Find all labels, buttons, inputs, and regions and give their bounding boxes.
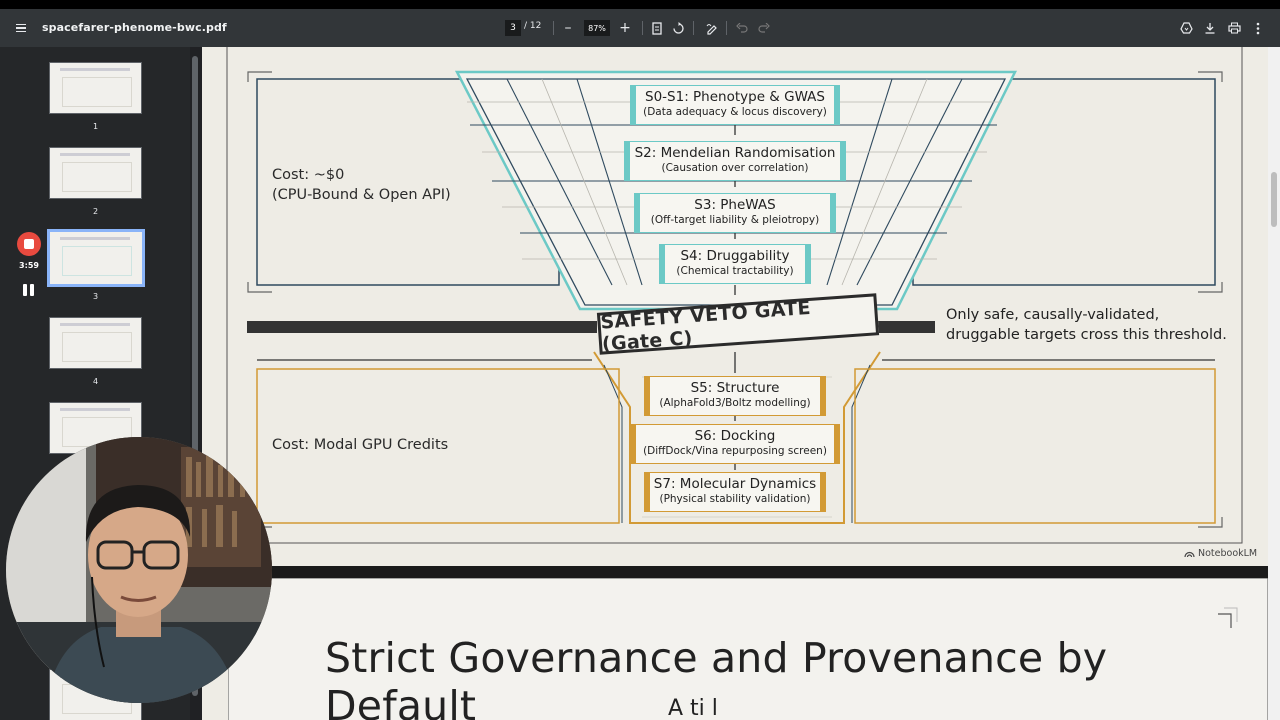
- threshold-note: Only safe, causally-validated, druggable…: [946, 305, 1227, 345]
- sidebar-scrollbar-thumb[interactable]: [192, 56, 198, 696]
- thumbnail-number: 1: [92, 122, 99, 131]
- cost-top-line1: Cost: ~$0: [272, 167, 345, 183]
- threshold-line1: Only safe, causally-validated,: [946, 307, 1160, 323]
- zoom-out-button[interactable]: –: [564, 20, 572, 36]
- slide-title: Strict Governance and Provenance by Defa…: [325, 634, 1108, 720]
- cost-top-line2: (CPU-Bound & Open API): [272, 187, 451, 203]
- undo-icon[interactable]: [731, 17, 753, 39]
- webcam-overlay: [6, 437, 272, 703]
- page-thumbnail-active[interactable]: [47, 229, 145, 287]
- recording-widget: 3:59: [16, 230, 42, 310]
- stage-title: S4: Druggability: [680, 248, 790, 264]
- stage-box: S4: Druggability (Chemical tractability): [659, 244, 811, 284]
- zoom-in-button[interactable]: +: [619, 20, 631, 36]
- stage-subtitle: (Data adequacy & locus discovery): [643, 106, 827, 118]
- cost-label-top: Cost: ~$0 (CPU-Bound & Open API): [272, 165, 451, 205]
- stage-title: S7: Molecular Dynamics: [653, 476, 817, 492]
- page-number-input[interactable]: 3: [505, 20, 521, 36]
- download-icon[interactable]: [1199, 17, 1221, 39]
- slide-subtitle-partial: A ti l: [668, 696, 718, 720]
- toolbar-divider: [642, 21, 643, 35]
- stage-subtitle: (Physical stability validation): [659, 493, 811, 505]
- toolbar-divider: [553, 21, 554, 35]
- stage-subtitle: (DiffDock/Vina repurposing screen): [643, 445, 827, 457]
- threshold-line2: druggable targets cross this threshold.: [946, 327, 1227, 343]
- presenter-video: [6, 437, 272, 703]
- cost-label-bottom: Cost: Modal GPU Credits: [272, 437, 449, 453]
- document-viewer[interactable]: Cost: ~$0 (CPU-Bound & Open API) Cost: M…: [202, 47, 1268, 720]
- notebooklm-icon: [1184, 551, 1195, 557]
- stage-title: S2: Mendelian Randomisation: [634, 145, 836, 161]
- stage-box: S5: Structure (AlphaFold3/Boltz modellin…: [644, 376, 826, 416]
- page-thumbnail[interactable]: [49, 147, 142, 199]
- page-thumbnail[interactable]: [49, 62, 142, 114]
- menu-icon[interactable]: [10, 17, 32, 39]
- document-scrollbar[interactable]: [1268, 47, 1280, 720]
- stage-box: S0-S1: Phenotype & GWAS (Data adequacy &…: [630, 85, 840, 125]
- page-4: Strict Governance and Provenance by Defa…: [228, 578, 1268, 720]
- thumbnail-number: 2: [92, 207, 99, 216]
- thumbnail-number: 4: [92, 377, 99, 386]
- annotate-icon[interactable]: [701, 17, 723, 39]
- stage-subtitle: (Causation over correlation): [661, 162, 809, 174]
- zoom-input[interactable]: 87%: [584, 20, 610, 36]
- stage-box: S3: PheWAS (Off-target liability & pleio…: [634, 193, 836, 233]
- stage-box: S6: Docking (DiffDock/Vina repurposing s…: [630, 424, 840, 464]
- stage-subtitle: (AlphaFold3/Boltz modelling): [659, 397, 811, 409]
- pause-icon[interactable]: [23, 284, 35, 296]
- page-total: / 12: [524, 21, 542, 31]
- recording-time: 3:59: [19, 261, 39, 270]
- notebooklm-label: NotebookLM: [1198, 548, 1258, 559]
- top-strip: [0, 0, 1280, 9]
- pdf-toolbar: spacefarer-phenome-bwc.pdf 3 / 12 – 87% …: [0, 9, 1280, 47]
- stage-title: S5: Structure: [690, 380, 780, 396]
- file-name: spacefarer-phenome-bwc.pdf: [42, 21, 227, 34]
- toolbar-divider: [693, 21, 694, 35]
- stage-title: S6: Docking: [694, 428, 776, 444]
- rotate-icon[interactable]: [667, 17, 689, 39]
- page-separator: [202, 566, 1268, 578]
- stage-subtitle: (Chemical tractability): [676, 265, 794, 277]
- print-icon[interactable]: [1223, 17, 1245, 39]
- stage-box: S7: Molecular Dynamics (Physical stabili…: [644, 472, 826, 512]
- thumbnail-number: 3: [92, 292, 99, 301]
- page-thumbnail[interactable]: [49, 317, 142, 369]
- redo-icon[interactable]: [753, 17, 775, 39]
- fit-page-icon[interactable]: [646, 17, 668, 39]
- more-options-icon[interactable]: [1247, 17, 1269, 39]
- stage-title: S0-S1: Phenotype & GWAS: [645, 89, 825, 105]
- notebooklm-watermark: NotebookLM: [1184, 548, 1257, 559]
- document-scrollbar-thumb[interactable]: [1271, 172, 1277, 227]
- stage-title: S3: PheWAS: [694, 197, 776, 213]
- drive-save-icon[interactable]: [1175, 17, 1197, 39]
- toolbar-divider: [726, 21, 727, 35]
- stop-recording-icon[interactable]: [17, 232, 41, 256]
- stage-box: S2: Mendelian Randomisation (Causation o…: [624, 141, 846, 181]
- stage-subtitle: (Off-target liability & pleiotropy): [650, 214, 820, 226]
